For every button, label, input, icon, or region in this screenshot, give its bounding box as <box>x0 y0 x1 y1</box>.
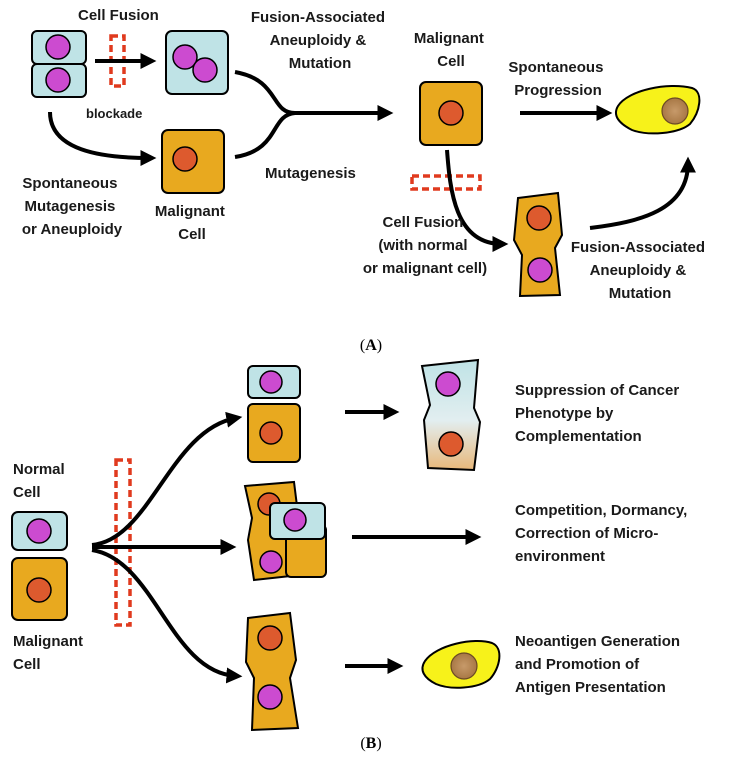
panel-b-label: (B) <box>360 735 381 752</box>
label-malignant-cell-left: Malignant Cell <box>155 203 229 243</box>
arrow-icon <box>589 156 696 230</box>
arrow-icon <box>91 548 243 684</box>
nucleus-icon <box>45 34 71 60</box>
nucleus-icon <box>172 44 198 70</box>
suppressed-cell <box>420 358 482 472</box>
neoantigen-fused-cell <box>244 611 300 732</box>
arrow-icon <box>234 70 296 115</box>
nucleus-icon <box>526 205 552 231</box>
label-mutagenesis: Mutagenesis <box>265 165 356 182</box>
nucleus-icon <box>192 57 218 83</box>
label-spontaneous-mutagenesis: Spontaneous Mutagenesis or Aneuploidy <box>22 175 123 238</box>
blockade-icon <box>114 458 132 627</box>
competition-cells <box>243 480 327 582</box>
label-cell-fusion: Cell Fusion <box>78 7 159 24</box>
malignant-cell <box>161 129 225 194</box>
antigen-presenting-cell <box>614 85 701 135</box>
label-fusion-associated-2: Fusion-Associated Aneuploidy & Mutation <box>571 239 709 302</box>
nucleus-icon <box>45 67 71 93</box>
hybrid-cell <box>165 30 229 95</box>
label-spontaneous-progression: Spontaneous Progression <box>508 59 607 99</box>
outcome-competition: Competition, Dormancy, Correction of Mic… <box>515 502 691 565</box>
nucleus-icon <box>26 577 52 603</box>
nucleus-icon <box>283 508 307 532</box>
label-malignant-cell-top: Malignant Cell <box>414 30 488 70</box>
normal-fused-cell-pair <box>31 30 87 98</box>
normal-cell-left <box>11 511 68 551</box>
fused-malignant-cell <box>512 191 564 298</box>
arrow-icon <box>48 111 157 166</box>
blockade-icon <box>410 174 482 191</box>
arrow-icon <box>445 149 509 252</box>
panel-b: Normal Cell Malignant Cell Suppression o… <box>11 358 691 752</box>
malignant-cell-center <box>419 81 483 146</box>
nucleus-icon <box>259 550 283 574</box>
nucleus-icon <box>450 652 478 680</box>
complementation-hybrid <box>247 365 301 463</box>
malignant-cell-left <box>11 557 68 621</box>
outcome-neoantigen: Neoantigen Generation and Promotion of A… <box>515 633 684 696</box>
nucleus-icon <box>26 518 52 544</box>
label-normal-cell: Normal Cell <box>13 461 69 501</box>
nucleus-icon <box>527 257 553 283</box>
nucleus-icon <box>661 97 689 125</box>
label-cell-fusion-normal: Cell Fusion (with normal or malignant ce… <box>363 214 487 277</box>
label-fusion-associated-1: Fusion-Associated Aneuploidy & Mutation <box>251 9 389 72</box>
arrow-icon <box>234 111 296 159</box>
nucleus-icon <box>259 370 283 394</box>
nucleus-icon <box>257 625 283 651</box>
nucleus-icon <box>172 146 198 172</box>
nucleus-icon <box>257 684 283 710</box>
nucleus-icon <box>438 100 464 126</box>
label-blockade: blockade <box>86 106 142 121</box>
panel-a: Cell Fusion blockade Fusion-Associated A… <box>22 7 709 354</box>
nucleus-icon <box>435 371 461 397</box>
antigen-presenting-cell-b <box>421 640 501 689</box>
nucleus-icon <box>259 421 283 445</box>
outcome-suppression: Suppression of Cancer Phenotype by Compl… <box>515 382 683 445</box>
arrow-icon <box>91 411 243 547</box>
label-malignant-cell-b: Malignant Cell <box>13 633 87 673</box>
nucleus-icon <box>438 431 464 457</box>
panel-a-label: (A) <box>360 337 382 354</box>
